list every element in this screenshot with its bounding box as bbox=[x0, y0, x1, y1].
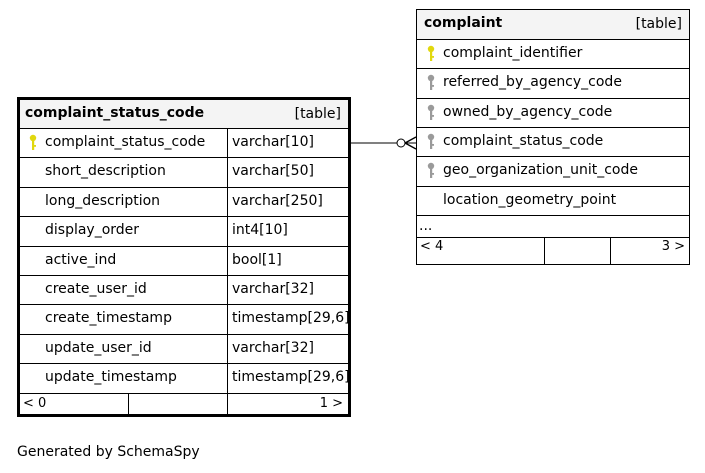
foreign-key-icon bbox=[426, 162, 436, 180]
column-name: active_ind bbox=[45, 251, 117, 268]
row-divider bbox=[417, 185, 689, 187]
column-row[interactable]: referred_by_agency_code bbox=[417, 68, 689, 97]
foreign-key-icon bbox=[426, 74, 436, 92]
table-header: complaint_status_code [table] bbox=[20, 100, 348, 128]
column-name: referred_by_agency_code bbox=[443, 74, 622, 91]
column-row[interactable]: create_user_id varchar[32] bbox=[20, 275, 348, 304]
row-divider bbox=[20, 304, 348, 306]
table-footer: < 0 1 > bbox=[20, 392, 348, 414]
column-name: complaint_status_code bbox=[45, 134, 206, 150]
column-name: update_timestamp bbox=[45, 369, 177, 386]
table-name: complaint bbox=[424, 15, 503, 31]
row-divider bbox=[417, 214, 689, 216]
column-name: update_user_id bbox=[45, 339, 152, 356]
crowfoot-upper bbox=[404, 136, 417, 144]
footer-divider bbox=[544, 236, 545, 264]
foreign-key-icon bbox=[426, 133, 436, 151]
crowfoot-lower bbox=[404, 142, 417, 150]
row-divider bbox=[417, 126, 689, 128]
column-type: timestamp[29,6] bbox=[232, 369, 350, 386]
column-name: owned_by_agency_code bbox=[443, 103, 613, 120]
column-name: complaint_status_code bbox=[443, 132, 604, 149]
row-divider bbox=[417, 68, 689, 70]
column-row[interactable]: geo_organization_unit_code bbox=[417, 156, 689, 185]
column-name: long_description bbox=[45, 192, 161, 209]
child-count: 1 > bbox=[319, 395, 343, 411]
row-divider bbox=[20, 392, 348, 394]
column-name: geo_organization_unit_code bbox=[443, 162, 639, 179]
row-divider bbox=[20, 216, 348, 218]
row-divider bbox=[20, 333, 348, 335]
row-divider bbox=[20, 363, 348, 365]
footer-divider bbox=[610, 236, 611, 264]
column-name: complaint_identifier bbox=[443, 45, 583, 61]
parent-count: < 0 bbox=[23, 395, 47, 411]
table-type-tag: [table] bbox=[635, 16, 682, 32]
column-type: bool[1] bbox=[232, 251, 282, 268]
column-name: display_order bbox=[45, 222, 140, 239]
header-divider bbox=[20, 128, 348, 129]
column-type: varchar[32] bbox=[232, 339, 314, 356]
row-divider bbox=[20, 275, 348, 276]
row-divider bbox=[20, 245, 348, 247]
column-row[interactable]: display_order int4[10] bbox=[20, 216, 348, 245]
row-divider bbox=[417, 236, 689, 238]
table-type-tag: [table] bbox=[294, 106, 341, 122]
row-divider bbox=[20, 186, 348, 188]
column-type: varchar[10] bbox=[232, 134, 314, 150]
column-row[interactable]: long_description varchar[250] bbox=[20, 187, 348, 216]
parent-count: < 4 bbox=[420, 238, 444, 254]
column-row[interactable]: complaint_status_code bbox=[417, 127, 689, 156]
header-divider bbox=[417, 39, 689, 40]
foreign-key-icon bbox=[426, 104, 436, 122]
column-type: varchar[32] bbox=[232, 281, 314, 297]
child-count: 3 > bbox=[661, 238, 685, 254]
column-row[interactable]: active_ind bool[1] bbox=[20, 246, 348, 275]
column-name: location_geometry_point bbox=[443, 191, 617, 208]
column-row[interactable]: update_user_id varchar[32] bbox=[20, 334, 348, 363]
column-row[interactable]: update_timestamp timestamp[29,6] bbox=[20, 363, 350, 392]
column-row[interactable]: complaint_identifier bbox=[417, 39, 689, 68]
column-row[interactable]: short_description varchar[50] bbox=[20, 157, 348, 186]
footer-divider bbox=[128, 392, 129, 414]
row-divider bbox=[20, 157, 348, 159]
table-header: complaint [table] bbox=[417, 10, 689, 39]
generated-by-note: Generated by SchemaSpy bbox=[17, 444, 200, 460]
column-type: timestamp[29,6] bbox=[232, 310, 350, 327]
primary-key-icon bbox=[28, 134, 38, 152]
row-divider bbox=[417, 97, 689, 99]
table-footer: < 4 3 > bbox=[417, 236, 689, 264]
table-name: complaint_status_code bbox=[25, 105, 205, 121]
column-name: short_description bbox=[45, 163, 166, 180]
column-type: varchar[250] bbox=[232, 192, 323, 209]
row-divider bbox=[417, 156, 689, 158]
primary-key-icon bbox=[426, 45, 436, 63]
column-name: create_timestamp bbox=[45, 310, 172, 327]
column-type: int4[10] bbox=[232, 222, 288, 239]
more-columns-row[interactable]: ... bbox=[417, 215, 689, 237]
column-name: create_user_id bbox=[45, 281, 147, 297]
column-divider bbox=[227, 128, 228, 414]
column-row[interactable]: complaint_status_code varchar[10] bbox=[20, 128, 348, 157]
zero-optional-marker bbox=[396, 138, 406, 148]
column-row[interactable]: owned_by_agency_code bbox=[417, 98, 689, 127]
column-row[interactable]: location_geometry_point bbox=[417, 186, 689, 215]
more-columns-ellipsis: ... bbox=[419, 217, 433, 234]
column-row[interactable]: create_timestamp timestamp[29,6] bbox=[20, 304, 350, 333]
column-type: varchar[50] bbox=[232, 163, 314, 180]
table-complaint-status-code[interactable]: complaint_status_code [table] complaint_… bbox=[17, 97, 351, 417]
